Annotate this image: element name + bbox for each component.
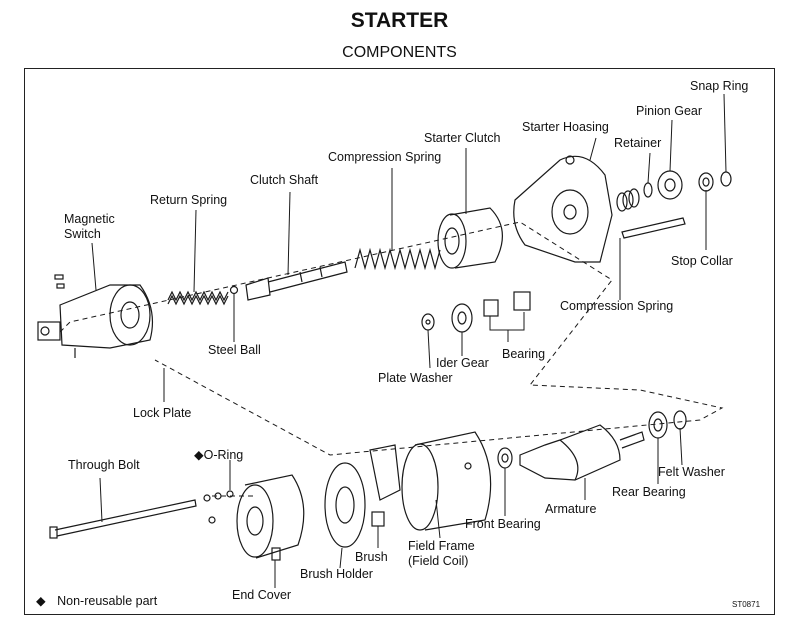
diagram-frame [24, 68, 775, 615]
label-brush: Brush [355, 550, 388, 564]
label-compression-spring-mid: Compression Spring [560, 299, 674, 313]
label-starter-clutch: Starter Clutch [424, 131, 501, 145]
label-steel-ball: Steel Ball [208, 343, 261, 357]
label-field-frame-line1: Field Frame [408, 539, 475, 553]
pinion-gear-assembly [616, 170, 732, 239]
legend: ◆ Non-reusable part [36, 594, 157, 608]
figure-code: ST0871 [732, 600, 761, 609]
label-armature: Armature [545, 502, 597, 516]
non-reusable-marker: ◆ [194, 448, 204, 462]
label-pinion-gear: Pinion Gear [636, 104, 703, 118]
label-o-ring-text: O-Ring [203, 448, 244, 462]
steel-ball-part [229, 285, 239, 295]
label-felt-washer: Felt Washer [658, 465, 725, 479]
label-lock-plate: Lock Plate [133, 406, 192, 420]
page-title: STARTER [350, 9, 449, 32]
label-plate-washer: Plate Washer [378, 371, 453, 385]
label-end-cover: End Cover [232, 588, 292, 602]
through-bolt-part [49, 499, 197, 539]
magnetic-switch-part [37, 274, 153, 358]
label-front-bearing: Front Bearing [465, 517, 541, 531]
field-frame-part [401, 431, 492, 531]
assembly-dashed-lines [59, 221, 724, 497]
label-ider-gear: Ider Gear [436, 356, 489, 370]
label-field-frame-line2: (Field Coil) [408, 554, 469, 568]
starter-housing-part [513, 155, 613, 263]
label-magnetic-switch-line1: Magnetic [64, 212, 115, 226]
brush-holder-part [324, 462, 366, 548]
legend-text: Non-reusable part [57, 594, 158, 608]
leader-lines [91, 93, 727, 588]
label-bearing: Bearing [502, 347, 546, 361]
armature-part [519, 424, 645, 481]
starter-clutch-part [437, 207, 503, 269]
label-rear-bearing: Rear Bearing [612, 485, 686, 499]
label-through-bolt: Through Bolt [68, 458, 140, 472]
label-snap-ring: Snap Ring [690, 79, 749, 93]
label-stop-collar: Stop Collar [671, 254, 733, 268]
page-subtitle: COMPONENTS [342, 44, 457, 61]
label-o-ring: ◆O-Ring [194, 448, 243, 462]
front-bearing-part [497, 447, 513, 469]
label-magnetic-switch-line2: Switch [64, 227, 101, 241]
return-spring-part [167, 290, 229, 306]
label-brush-holder: Brush Holder [300, 567, 373, 581]
label-retainer: Retainer [614, 136, 662, 150]
legend-symbol: ◆ [36, 594, 46, 608]
label-clutch-shaft: Clutch Shaft [250, 173, 319, 187]
brush-part [369, 444, 401, 527]
label-compression-spring-top: Compression Spring [328, 150, 442, 164]
clutch-shaft-part [245, 261, 348, 301]
o-ring-and-washers [203, 490, 234, 524]
end-cover-part [236, 474, 305, 561]
label-return-spring: Return Spring [150, 193, 228, 207]
label-starter-hoasing: Starter Hoasing [522, 120, 609, 134]
compression-spring-top-part [354, 247, 441, 271]
ider-gear-assembly [421, 291, 531, 333]
